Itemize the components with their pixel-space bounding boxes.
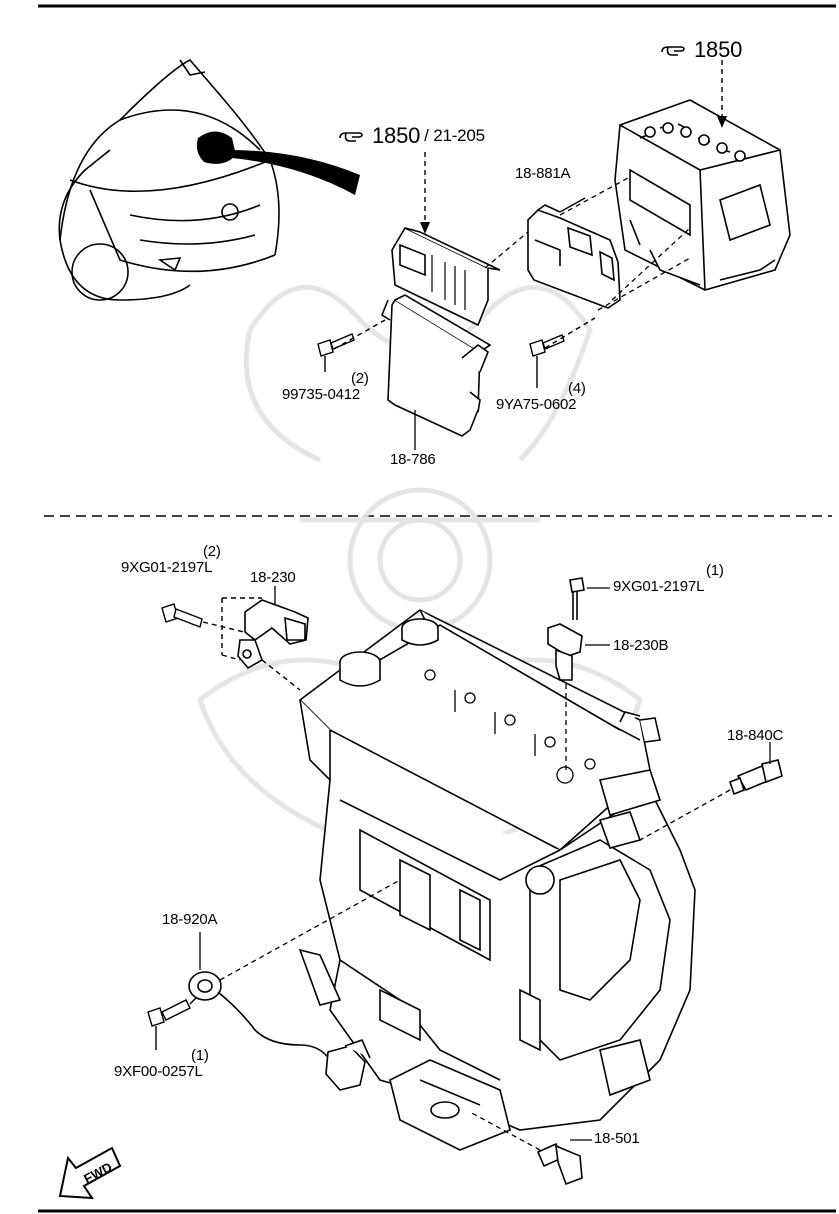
part-knock-sensor[interactable]: 18-920A — [162, 911, 218, 928]
temp-sensor-dash — [639, 789, 731, 841]
hood-pointer — [230, 150, 360, 195]
leader-arrow — [420, 222, 430, 234]
frame-lines — [38, 4, 836, 1213]
pointing-hand-icon — [661, 46, 685, 56]
part-temp-sensor[interactable]: 18-840C — [727, 727, 784, 744]
part-cam-sensor-b[interactable]: 18-230B — [613, 637, 669, 654]
ref-number[interactable]: 1850 — [694, 37, 743, 62]
qty-bolt-cam-b: (1) — [706, 562, 724, 579]
knock-sensor-illustration — [188, 971, 371, 1091]
part-cam-sensor[interactable]: 18-230 — [250, 569, 296, 586]
ref-number[interactable]: 1850 — [372, 123, 421, 148]
ref-hu-1850[interactable]: 1850 — [660, 38, 742, 62]
fwd-arrow-icon — [58, 1146, 122, 1200]
cam-sensor-b-illustration — [547, 577, 585, 681]
abs-module-illustration — [527, 204, 621, 309]
part-bolt-cam[interactable]: 9XG01-2197L — [121, 559, 213, 576]
oil-switch-dash — [469, 1111, 541, 1151]
part-bolt-cam-b[interactable]: 9XG01-2197L — [613, 578, 705, 595]
ref-number-secondary[interactable]: / 21-205 — [424, 126, 485, 145]
leader-abs-label — [559, 197, 586, 213]
pointing-hand-icon — [339, 132, 363, 142]
module-location-mark — [196, 131, 236, 164]
bolt-knock-sensor — [147, 997, 197, 1050]
cam-sensor-illustration — [237, 599, 309, 670]
knock-sensor-dash — [219, 879, 401, 981]
pcm-cover-illustration — [391, 226, 501, 327]
part-oil-pressure-switch[interactable]: 18-501 — [594, 1130, 640, 1147]
temp-sensor-illustration — [729, 759, 783, 796]
abs-hydraulic-unit-illustration — [614, 99, 791, 291]
abs-mount-dash-lines — [484, 177, 691, 311]
pcm-illustration — [381, 294, 492, 437]
oil-pressure-switch-illustration — [536, 1142, 583, 1186]
qty-bolt-knock: (1) — [191, 1047, 209, 1064]
part-abs-module[interactable]: 18-881A — [515, 165, 571, 182]
qty-bolt-cam: (2) — [203, 543, 221, 560]
leader-arrow — [717, 116, 727, 128]
bolt-abs — [529, 317, 596, 388]
part-pcm[interactable]: 18-786 — [390, 451, 436, 468]
part-bolt-knock[interactable]: 9XF00-0257L — [114, 1063, 203, 1080]
part-bolt-abs[interactable]: 9YA75-0602 — [496, 396, 577, 413]
engine-illustration — [298, 609, 696, 1151]
qty-bolt-pcm: (2) — [351, 370, 369, 387]
ref-pcm-1850[interactable]: 1850 / 21-205 — [338, 124, 485, 148]
bolt-pcm — [317, 319, 386, 372]
qty-bolt-abs: (4) — [568, 380, 586, 397]
bolt-cam-sensor — [161, 597, 301, 691]
vehicle-front-illustration — [58, 59, 280, 301]
part-bolt-pcm[interactable]: 99735-0412 — [282, 386, 361, 403]
